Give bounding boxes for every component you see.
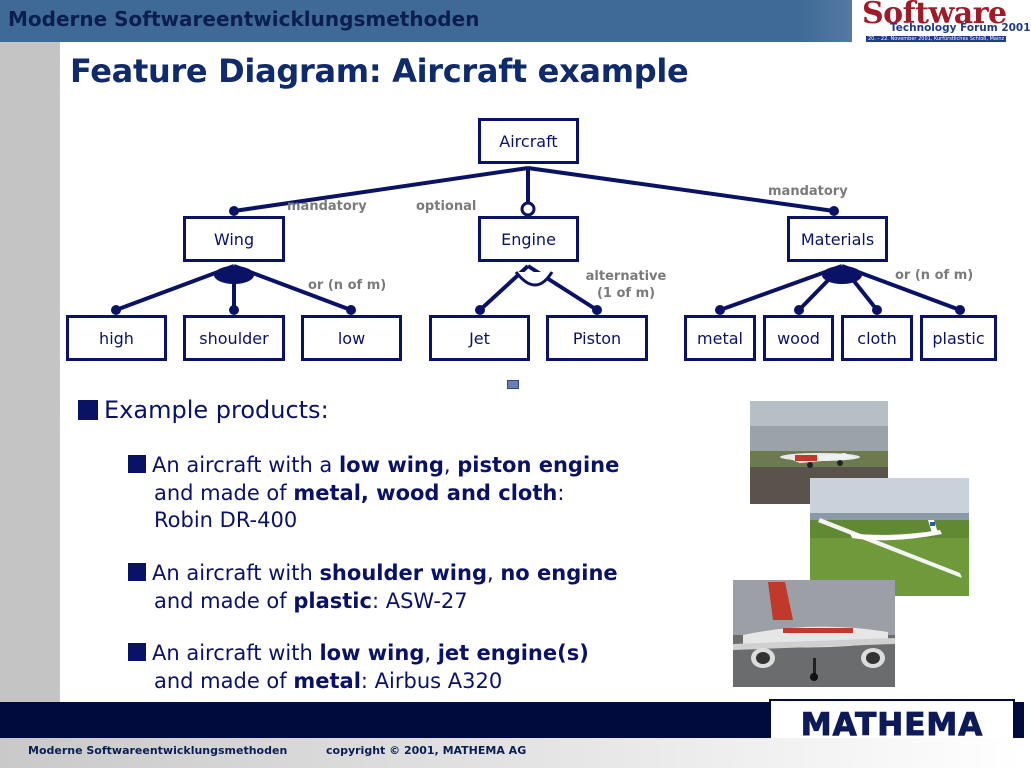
node-wing: Wing [183, 216, 285, 262]
square-bullet-icon [78, 400, 98, 420]
square-bullet-icon [128, 563, 146, 581]
node-cloth: cloth [841, 315, 913, 361]
product-item-a320: An aircraft with low wing, jet engine(s)… [128, 640, 589, 695]
label-materials-mandatory: mandatory [768, 184, 848, 199]
node-shoulder: shoulder [183, 315, 285, 361]
product-item-asw27: An aircraft with shoulder wing, no engin… [128, 560, 618, 615]
node-metal: metal [684, 315, 756, 361]
glider-image [810, 478, 969, 596]
optional-circle-engine [520, 201, 536, 217]
dot-piston [592, 305, 602, 315]
edge-materials-metal [719, 264, 843, 312]
dot-high [111, 305, 121, 315]
label-engine-alt-line2: (1 of m) [596, 286, 656, 301]
edge-aircraft-wing [233, 166, 529, 213]
label-wing-or: or (n of m) [308, 278, 387, 293]
dot-plastic [955, 305, 965, 315]
node-plastic: plastic [920, 315, 997, 361]
label-wing-mandatory: mandatory [287, 199, 367, 214]
software-forum-logo: Software Technology Forum 2001 20. - 22.… [852, 0, 1031, 44]
product-item-robin: An aircraft with a low wing, piston engi… [128, 452, 619, 535]
footer-left-text: Moderne Softwareentwicklungsmethoden [28, 744, 288, 757]
footer-copyright: copyright © 2001, MATHEMA AG [326, 744, 527, 757]
node-low: low [301, 315, 402, 361]
dot-wood [794, 305, 804, 315]
square-bullet-icon [128, 455, 146, 473]
logo-sub-text: Technology Forum 2001 [890, 22, 1031, 34]
mandatory-dot-materials [829, 206, 839, 216]
left-sidebar-strip [0, 42, 60, 702]
dot-cloth [872, 305, 882, 315]
header-title: Moderne Softwareentwicklungsmethoden [8, 7, 480, 31]
label-materials-or: or (n of m) [895, 268, 974, 283]
logo-tiny-text: 20. - 22. November 2001, Kurfürstliches … [866, 36, 1007, 42]
node-aircraft: Aircraft [478, 118, 579, 164]
node-piston: Piston [546, 315, 648, 361]
square-bullet-icon [128, 643, 146, 661]
mandatory-dot-wing [229, 206, 239, 216]
dot-low [346, 305, 356, 315]
dot-shoulder [229, 305, 239, 315]
bullet-heading-text: Example products: [104, 396, 329, 424]
feature-diagram-edges [111, 166, 965, 315]
edge-aircraft-materials [527, 166, 835, 213]
footer [0, 738, 1024, 768]
airbus-image [733, 580, 895, 687]
node-high: high [66, 315, 167, 361]
dot-jet [475, 305, 485, 315]
bullet-heading: Example products: [78, 396, 329, 424]
node-jet: Jet [429, 315, 530, 361]
node-engine: Engine [478, 216, 579, 262]
node-materials: Materials [787, 216, 888, 262]
or-group-arc-wing [214, 266, 254, 284]
mathema-logo-text: MATHEMA [800, 707, 984, 744]
alternative-group-arc-engine [514, 271, 554, 287]
node-wood: wood [763, 315, 834, 361]
page-title: Feature Diagram: Aircraft example [70, 52, 689, 90]
edge-wing-high [115, 264, 235, 312]
photo-airbus-a320 [733, 580, 895, 687]
logo-main-text: Software [862, 0, 1007, 31]
dot-metal [715, 305, 725, 315]
label-engine-alternative: alternative (1 of m) [582, 268, 670, 302]
photo-asw27-glider [810, 478, 969, 596]
or-group-arc-materials [822, 266, 862, 284]
slide-link-icon[interactable] [507, 380, 519, 389]
edge-materials-plastic [841, 264, 961, 312]
label-engine-alt-line1: alternative [585, 269, 667, 284]
label-engine-optional: optional [416, 199, 477, 214]
